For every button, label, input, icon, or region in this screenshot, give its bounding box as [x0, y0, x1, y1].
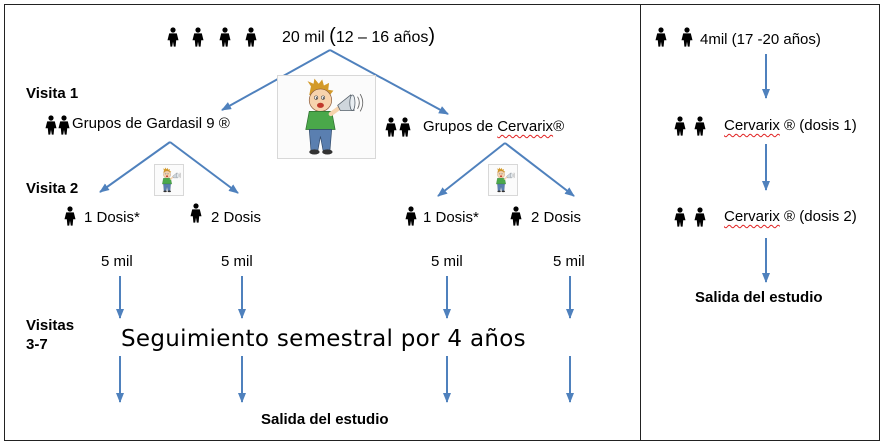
arrow-gardasil-right — [169, 141, 239, 194]
person-icon — [655, 27, 667, 47]
diagram-frame — [4, 4, 880, 441]
side-exit-label: Salida del estudio — [695, 289, 823, 306]
person-icon — [190, 203, 202, 223]
visits-3-7-label-line2: 3-7 — [26, 336, 48, 353]
count-label: 5 mil — [431, 253, 463, 270]
followup-label: Seguimiento semestral por 4 años — [121, 326, 526, 352]
person-icon — [399, 117, 411, 137]
gardasil-group-label: Grupos de Gardasil 9 ® — [72, 115, 230, 132]
arrow-gardasil-left — [99, 141, 171, 193]
visit-2-label: Visita 2 — [26, 180, 79, 197]
person-icon — [385, 117, 397, 137]
person-icon — [405, 206, 417, 226]
person-icon — [245, 27, 257, 47]
visits-3-7-label-line1: Visitas — [26, 317, 75, 334]
person-icon — [219, 27, 231, 47]
cervarix-one-dose-label: 1 Dosis* — [423, 209, 479, 226]
count-label: 5 mil — [553, 253, 585, 270]
person-icon — [167, 27, 179, 47]
cervarix-group-label: Grupos de Cervarix® — [423, 118, 565, 135]
person-icon — [694, 116, 706, 136]
arrow-cervarix-left — [437, 142, 506, 197]
main-exit-label: Salida del estudio — [261, 411, 389, 428]
arrow-top-left — [221, 49, 331, 111]
person-icon — [674, 207, 686, 227]
person-icon — [694, 207, 706, 227]
arrow-top-right — [329, 49, 449, 115]
divider-line — [640, 4, 641, 441]
person-icon — [681, 27, 693, 47]
visit-1-label: Visita 1 — [26, 85, 79, 102]
person-icon — [674, 116, 686, 136]
person-icon — [510, 206, 522, 226]
gardasil-one-dose-label: 1 Dosis* — [84, 209, 140, 226]
count-label: 5 mil — [101, 253, 133, 270]
count-label: 5 mil — [221, 253, 253, 270]
boy-megaphone-icon — [154, 164, 184, 196]
side-cohort-label: 4mil (17 -20 años) — [700, 31, 821, 48]
boy-megaphone-icon — [488, 164, 518, 196]
boy-megaphone-icon — [277, 75, 376, 159]
person-icon — [192, 27, 204, 47]
side-dose-2-label: Cervarix ® (dosis 2) — [724, 208, 857, 225]
main-cohort-label: 20 mil (12 – 16 años) — [282, 25, 436, 47]
side-dose-1-label: Cervarix ® (dosis 1) — [724, 117, 857, 134]
gardasil-two-dose-label: 2 Dosis — [211, 209, 262, 226]
arrow-cervarix-right — [504, 142, 575, 197]
cervarix-two-dose-label: 2 Dosis — [531, 209, 582, 226]
person-icon — [64, 206, 76, 226]
person-icon — [58, 115, 70, 135]
person-icon — [45, 115, 57, 135]
